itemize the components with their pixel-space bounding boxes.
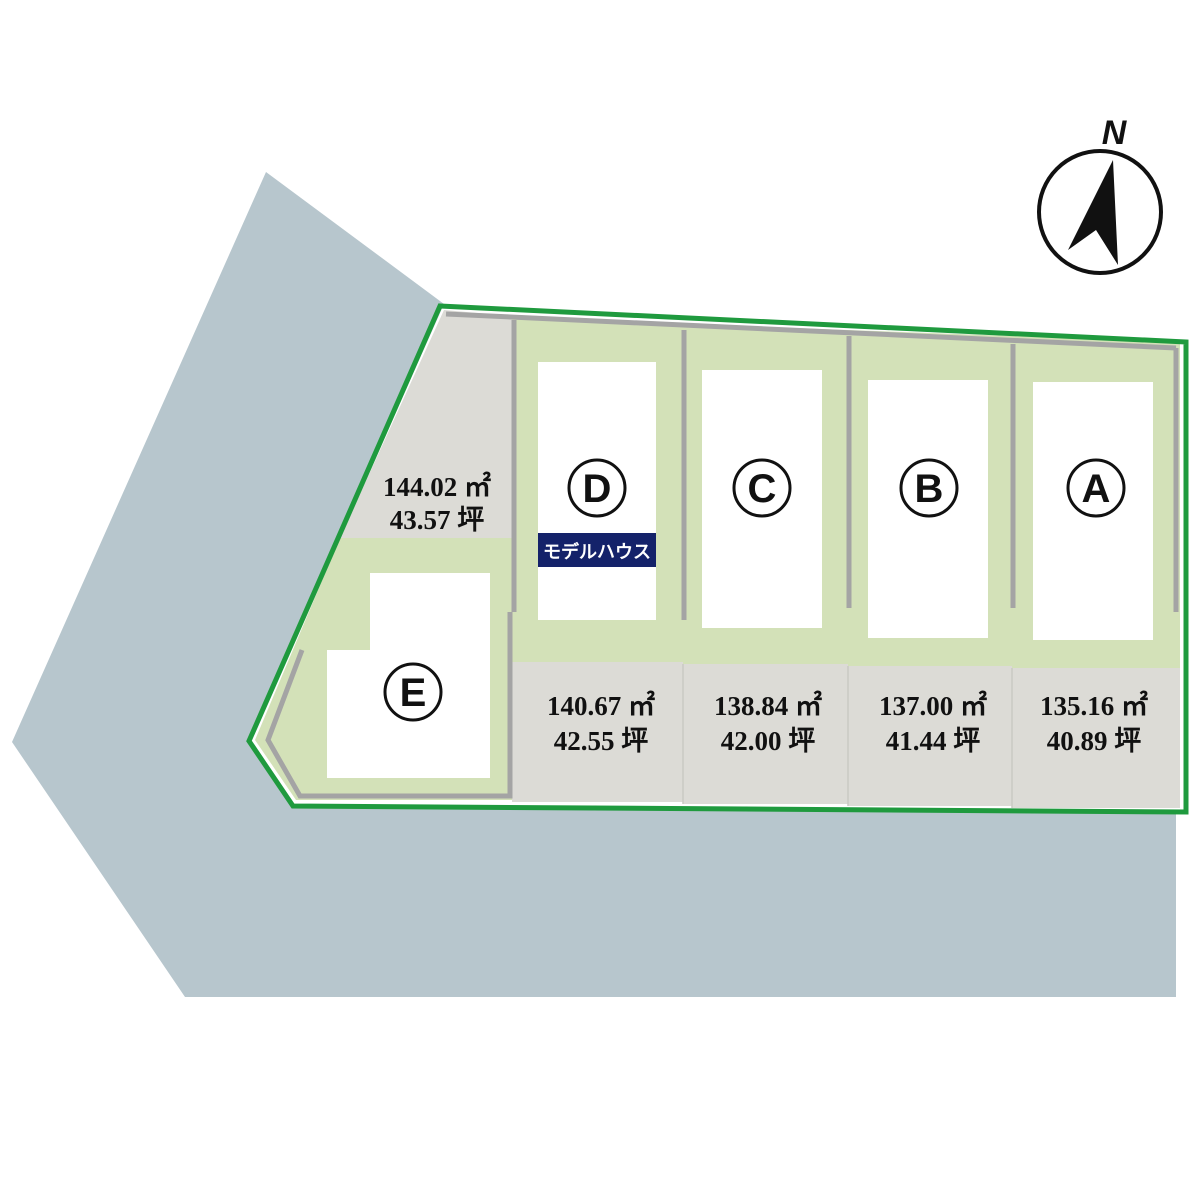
lot-d-area-m2: 140.67 ㎡ bbox=[547, 690, 655, 721]
lot-d-parking bbox=[512, 662, 683, 802]
north-arrow-icon bbox=[1068, 160, 1118, 265]
lot-a-area-tsubo: 40.89 坪 bbox=[1047, 726, 1142, 756]
lot-a-area-m2: 135.16 ㎡ bbox=[1040, 690, 1148, 721]
north-label: N bbox=[1102, 114, 1128, 152]
site-boundary bbox=[246, 303, 1189, 815]
lot-b-parking bbox=[848, 666, 1012, 806]
north-compass: N bbox=[1037, 114, 1163, 275]
model-house-badge bbox=[538, 533, 656, 567]
lot-a-parking bbox=[1012, 668, 1180, 808]
lot-e-area-tsubo: 43.57 坪 bbox=[390, 505, 485, 535]
lot-divider-lines bbox=[682, 664, 1013, 808]
lot-c-area-tsubo: 42.00 坪 bbox=[721, 726, 816, 756]
block-walls bbox=[265, 311, 1179, 799]
lot-c-area-m2: 138.84 ㎡ bbox=[714, 690, 822, 721]
lot-b-area-tsubo: 41.44 坪 bbox=[886, 726, 981, 756]
lot-e-parking bbox=[340, 310, 512, 538]
model-house-badge-label: モデルハウス bbox=[543, 541, 651, 563]
lot-letter-a: A bbox=[1066, 458, 1126, 518]
lot-letter-e: E bbox=[383, 662, 443, 722]
lot-letter-e-text: E bbox=[400, 671, 427, 715]
lot-letter-b-text: B bbox=[915, 467, 944, 511]
road-area bbox=[12, 172, 1176, 997]
lot-letter-a-text: A bbox=[1082, 467, 1111, 511]
lot-e-area-m2: 144.02 ㎡ bbox=[383, 471, 491, 502]
lot-letter-c-text: C bbox=[748, 467, 777, 511]
lot-letter-c: C bbox=[732, 458, 792, 518]
lot-d-area-tsubo: 42.55 坪 bbox=[554, 726, 649, 756]
lot-letter-d-text: D bbox=[583, 467, 612, 511]
lot-b-area-m2: 137.00 ㎡ bbox=[879, 690, 987, 721]
lot-letter-b: B bbox=[899, 458, 959, 518]
lot-c-parking bbox=[683, 664, 848, 804]
lot-letter-d: D bbox=[567, 458, 627, 518]
